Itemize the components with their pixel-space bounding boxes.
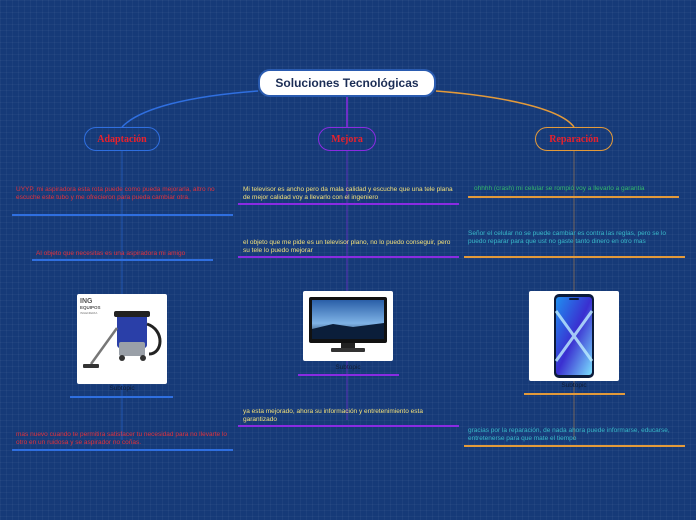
reparacion-topic-1[interactable]: ohhhh (crash) mi celular se rompió voy a… bbox=[474, 185, 645, 192]
central-topic[interactable]: Soluciones Tecnológicas bbox=[258, 69, 436, 97]
reparacion-topic-3-underline bbox=[464, 445, 685, 447]
reparacion-subtopic-underline bbox=[524, 393, 625, 395]
link-root-adaptacion bbox=[121, 90, 259, 128]
logo-line-3: INGENIERIA bbox=[80, 311, 97, 315]
mejora-topic-1-underline bbox=[238, 203, 459, 205]
adaptacion-topic-3-underline bbox=[12, 449, 233, 451]
mejora-topic-3[interactable]: ya esta mejorado, ahora su información y… bbox=[243, 408, 423, 423]
logo-line-2: EQUIPOS bbox=[80, 305, 101, 310]
flat-tv-image bbox=[303, 291, 393, 361]
adaptacion-topic-1[interactable]: UYYP, mi aspiradora esta rota puede como… bbox=[16, 186, 215, 201]
branch-mejora[interactable]: Mejora bbox=[318, 127, 376, 151]
reparacion-topic-1-underline bbox=[468, 196, 679, 198]
adaptacion-topic-3[interactable]: mas nuevo cuando te permitira satisfacer… bbox=[16, 431, 228, 446]
vacuum-cleaner-image: ING EQUIPOS INGENIERIA bbox=[77, 294, 167, 384]
mejora-subtopic-underline bbox=[298, 374, 399, 376]
mejora-topic-1[interactable]: Mi televisor es ancho pero da mala calid… bbox=[243, 186, 453, 201]
branch-adaptacion[interactable]: Adaptación bbox=[84, 127, 160, 151]
reparacion-topic-2[interactable]: Señor el celular no se puede cambiar es … bbox=[468, 230, 666, 245]
adaptacion-subtopic-underline bbox=[70, 396, 173, 398]
reparacion-topic-2-underline bbox=[464, 256, 685, 258]
adaptacion-topic-2-underline bbox=[32, 259, 213, 261]
logo-line-1: ING bbox=[80, 298, 93, 305]
reparacion-subtopic[interactable]: Subtopic bbox=[561, 382, 587, 389]
smartphone-image bbox=[529, 291, 619, 381]
mejora-topic-2-underline bbox=[238, 256, 459, 258]
mejora-subtopic[interactable]: Subtopic bbox=[335, 364, 361, 371]
mejora-topic-3-underline bbox=[238, 425, 459, 427]
adaptacion-subtopic[interactable]: Subtopic bbox=[109, 385, 135, 392]
link-root-reparacion bbox=[435, 90, 575, 128]
adaptacion-topic-1-underline bbox=[12, 214, 233, 216]
reparacion-topic-3[interactable]: gracias por la reparación, de nada ahora… bbox=[468, 427, 670, 442]
mejora-topic-2[interactable]: el objeto que me pide es un televisor pl… bbox=[243, 239, 451, 254]
branch-reparacion[interactable]: Reparación bbox=[535, 127, 613, 151]
adaptacion-topic-2[interactable]: Al objeto que necesitas es una aspirador… bbox=[36, 250, 186, 257]
